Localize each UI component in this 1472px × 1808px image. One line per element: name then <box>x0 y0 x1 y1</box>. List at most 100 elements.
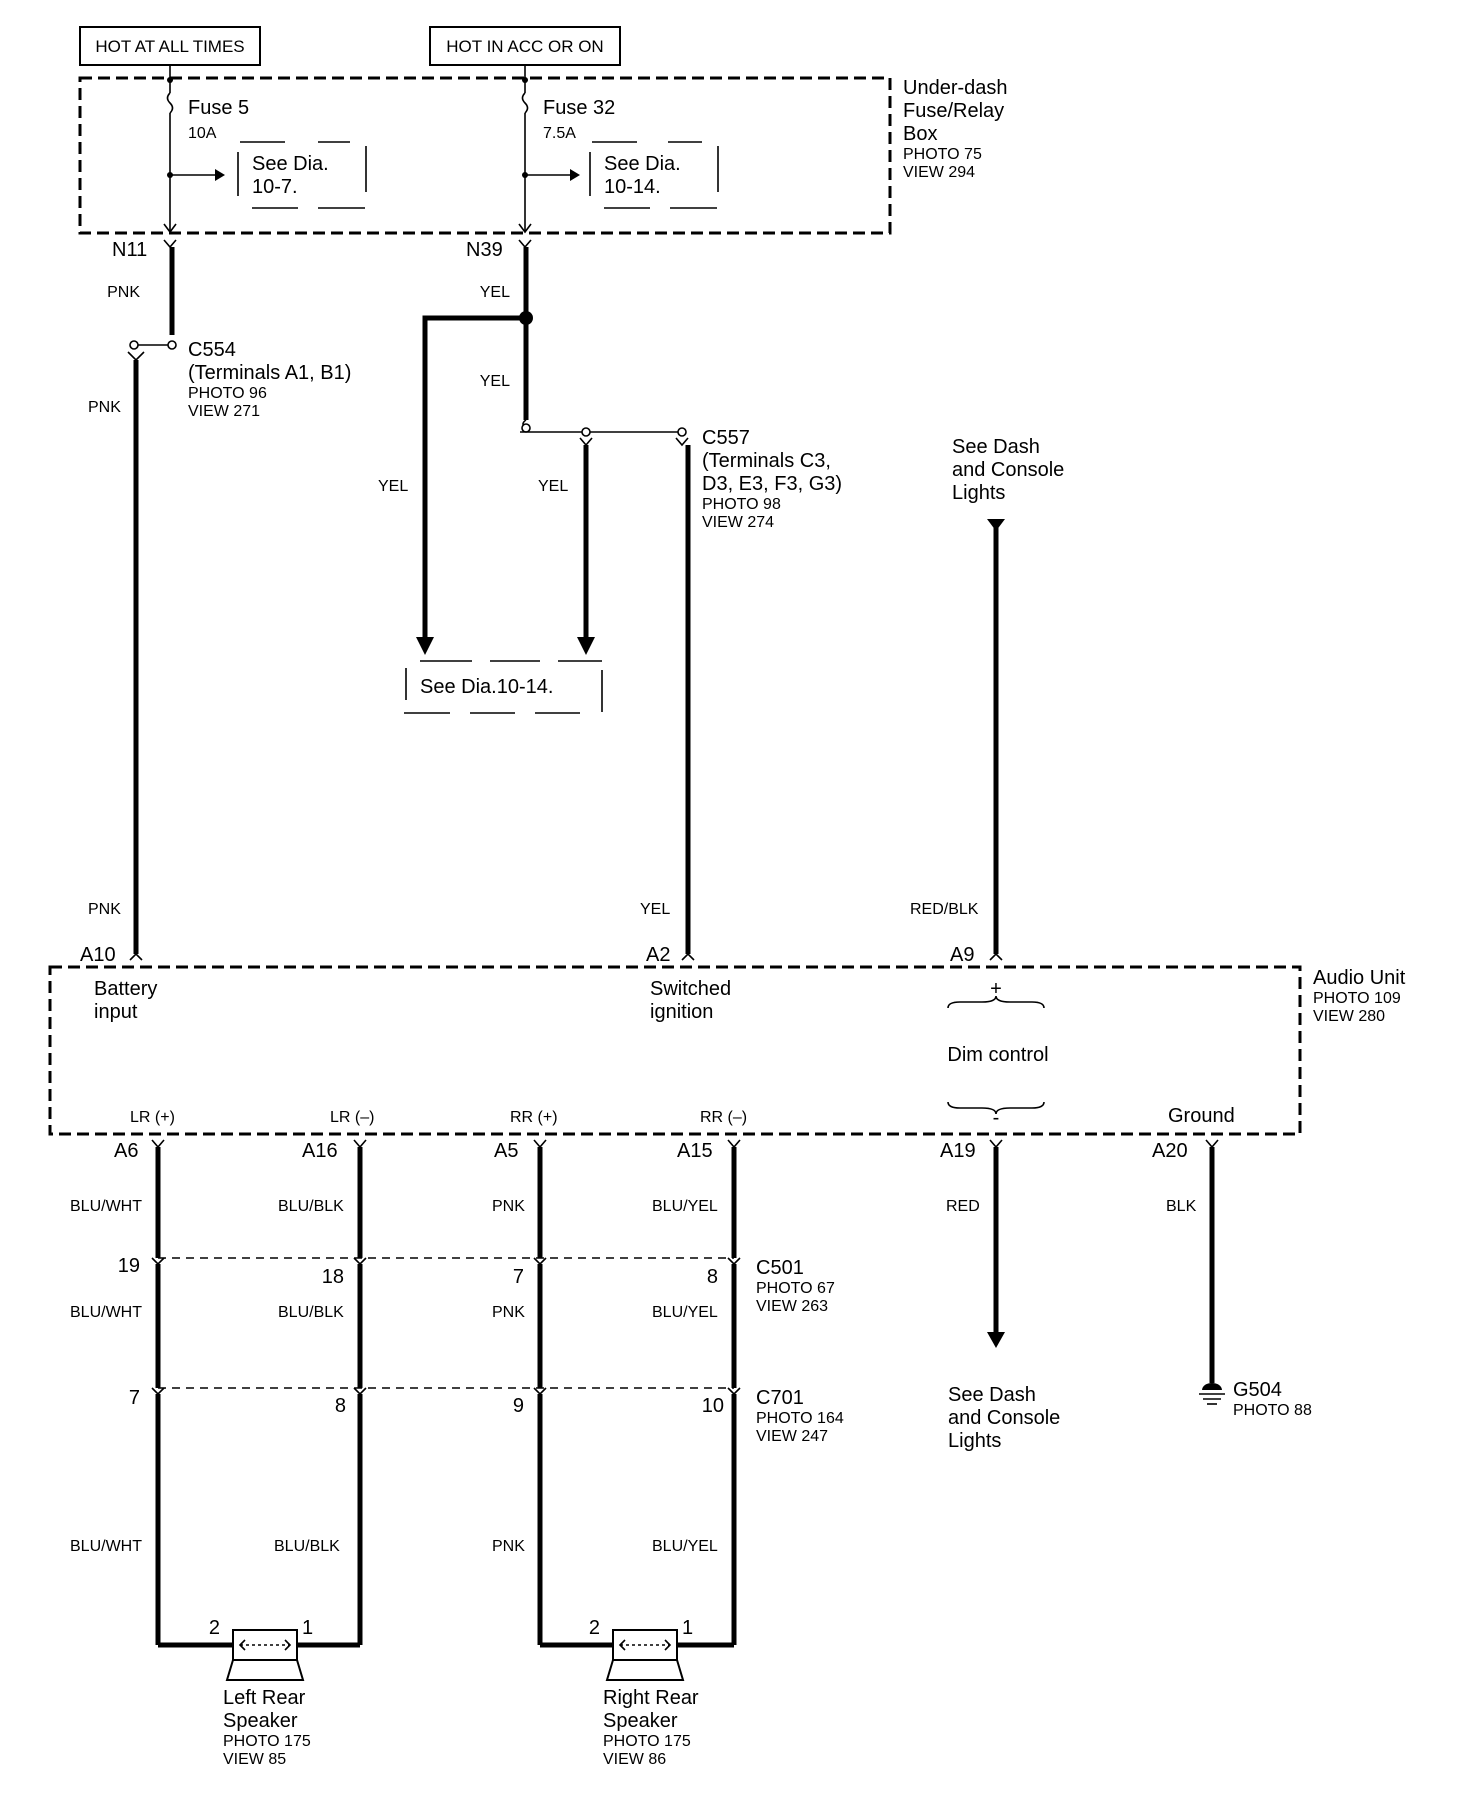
fuse-5: Fuse 5 10A <box>163 65 249 234</box>
dash-lights-top-line-2: and Console <box>952 459 1064 481</box>
connector-c501: 19 18 7 8 C501 PHOTO 67 VIEW 263 <box>118 1255 835 1315</box>
left-speaker-photo: PHOTO 175 <box>223 1733 311 1750</box>
wire-rr-plus <box>533 1139 547 1645</box>
fuse-relay-box: Under-dash Fuse/Relay Box PHOTO 75 VIEW … <box>78 65 1008 235</box>
wire-label-yel-3: YEL <box>378 478 408 495</box>
wire-label-pnk-3: PNK <box>88 901 121 918</box>
fuse-5-reference: See Dia. 10-7. <box>237 141 367 209</box>
terminal-n11-label: N11 <box>112 239 147 261</box>
dash-lights-bottom-line-1: See Dash <box>948 1384 1036 1406</box>
battery-input-line-2: input <box>94 1001 138 1023</box>
wire-label-blk: BLK <box>1166 1198 1197 1215</box>
c557-photo: PHOTO 98 <box>702 496 781 513</box>
c501-name: C501 <box>756 1257 804 1279</box>
left-speaker-pin-2: 2 <box>209 1617 220 1639</box>
audio-unit-photo: PHOTO 109 <box>1313 990 1401 1007</box>
terminal-a6: A6 <box>114 1140 138 1162</box>
fuse-5-rating: 10A <box>188 125 217 142</box>
c554-name: C554 <box>188 339 236 361</box>
wire-label-yel-4: YEL <box>538 478 568 495</box>
wire-label-blu-wht-2: BLU/WHT <box>70 1304 142 1321</box>
c701-pin-7: 7 <box>129 1387 140 1409</box>
hot-in-acc-label: HOT IN ACC OR ON <box>446 37 603 56</box>
c554-terms: (Terminals A1, B1) <box>188 362 351 384</box>
wire-label-blu-yel-3: BLU/YEL <box>652 1538 718 1555</box>
fuse-32-reference: See Dia. 10-14. <box>589 141 719 209</box>
fuse-box-photo: PHOTO 75 <box>903 146 982 163</box>
c557-terms-2: D3, E3, F3, G3) <box>702 473 842 495</box>
wire-rr-minus <box>727 1139 741 1645</box>
fuse-5-ref-line-2: 10-7. <box>252 176 298 198</box>
wire-label-blu-wht-1: BLU/WHT <box>70 1198 142 1215</box>
wire-lr-minus <box>353 1139 367 1645</box>
switched-ignition-wire: YEL YEL YEL YEL YEL <box>378 239 695 961</box>
switched-ignition-line-1: Switched <box>650 978 731 1000</box>
c701-pin-9: 9 <box>513 1395 524 1417</box>
audio-unit: Audio Unit PHOTO 109 VIEW 280 A10 A2 A9 … <box>48 944 1406 1162</box>
speaker-wires: BLU/WHT BLU/BLK PNK BLU/YEL BLU/WHT BLU/… <box>70 1139 741 1645</box>
fuse-box-view: VIEW 294 <box>903 164 975 181</box>
wire-label-blu-wht-3: BLU/WHT <box>70 1538 142 1555</box>
fuse-32-ref-line-1: See Dia. <box>604 153 681 175</box>
connector-c557: C557 (Terminals C3, D3, E3, F3, G3) PHOT… <box>702 427 842 531</box>
wire-label-blu-blk-2: BLU/BLK <box>278 1304 344 1321</box>
right-speaker-pin-1: 1 <box>682 1617 693 1639</box>
terminal-n39-label: N39 <box>466 239 503 261</box>
c701-view: VIEW 247 <box>756 1428 828 1445</box>
battery-wire: PNK PNK PNK <box>88 239 177 961</box>
dim-minus: - <box>993 1107 1000 1129</box>
dash-lights-top-line-1: See Dash <box>952 436 1040 458</box>
ground-symbol-icon <box>1202 1383 1222 1390</box>
c501-view: VIEW 263 <box>756 1298 828 1315</box>
wire-label-yel-5: YEL <box>640 901 670 918</box>
fuse-32-ref-line-2: 10-14. <box>604 176 661 198</box>
right-speaker-name-2: Speaker <box>603 1710 678 1732</box>
battery-input-line-1: Battery <box>94 978 157 1000</box>
left-speaker-name-2: Speaker <box>223 1710 298 1732</box>
terminal-a16: A16 <box>302 1140 338 1162</box>
wire-label-pnk-4: PNK <box>492 1198 525 1215</box>
wire-label-pnk-5: PNK <box>492 1304 525 1321</box>
left-speaker-pin-1: 1 <box>302 1617 313 1639</box>
right-speaker-pin-2: 2 <box>589 1617 600 1639</box>
hot-at-all-times-label: HOT AT ALL TIMES <box>95 37 244 56</box>
rr-plus-label: RR (+) <box>510 1109 558 1126</box>
terminal-a5: A5 <box>494 1140 518 1162</box>
wire-label-yel-2: YEL <box>480 373 510 390</box>
hot-at-all-times-box: HOT AT ALL TIMES <box>79 26 261 66</box>
hot-in-acc-box: HOT IN ACC OR ON <box>429 26 621 66</box>
wire-label-red-blk: RED/BLK <box>910 901 979 918</box>
right-speaker-view: VIEW 86 <box>603 1751 666 1768</box>
right-speaker-name-1: Right Rear <box>603 1687 699 1709</box>
lr-minus-label: LR (–) <box>330 1109 374 1126</box>
c557-name: C557 <box>702 427 750 449</box>
dash-lights-bottom-line-2: and Console <box>948 1407 1060 1429</box>
connector-c554: C554 (Terminals A1, B1) PHOTO 96 VIEW 27… <box>188 339 351 420</box>
c557-view: VIEW 274 <box>702 514 774 531</box>
dash-lights-top-line-3: Lights <box>952 482 1005 504</box>
lr-plus-label: LR (+) <box>130 1109 175 1126</box>
g504-photo: PHOTO 88 <box>1233 1402 1312 1419</box>
fuse-32: Fuse 32 7.5A <box>518 65 615 234</box>
wire-label-red: RED <box>946 1198 980 1215</box>
c557-terms-1: (Terminals C3, <box>702 450 831 472</box>
c701-pin-10: 10 <box>702 1395 724 1417</box>
fuse-5-ref-line-1: See Dia. <box>252 153 329 175</box>
c554-view: VIEW 271 <box>188 403 260 420</box>
wire-label-blu-blk-3: BLU/BLK <box>274 1538 340 1555</box>
wire-label-pnk-6: PNK <box>492 1538 525 1555</box>
terminal-a20: A20 <box>1152 1140 1188 1162</box>
c501-pin-19: 19 <box>118 1255 140 1277</box>
audio-unit-title: Audio Unit <box>1313 967 1406 989</box>
wire-label-blu-yel-2: BLU/YEL <box>652 1304 718 1321</box>
terminal-a19: A19 <box>940 1140 976 1162</box>
terminal-a2: A2 <box>646 944 670 966</box>
fuse-box-title-3: Box <box>903 123 937 145</box>
c701-name: C701 <box>756 1387 804 1409</box>
c701-photo: PHOTO 164 <box>756 1410 844 1427</box>
see-dia-10-14-reference: See Dia.10-14. <box>404 660 603 714</box>
dash-lights-input: See Dash and Console Lights RED/BLK <box>910 436 1064 961</box>
connector-c701: 7 8 9 10 C701 PHOTO 164 VIEW 247 <box>129 1387 844 1445</box>
c501-photo: PHOTO 67 <box>756 1280 835 1297</box>
fuse-box-title-1: Under-dash <box>903 77 1008 99</box>
